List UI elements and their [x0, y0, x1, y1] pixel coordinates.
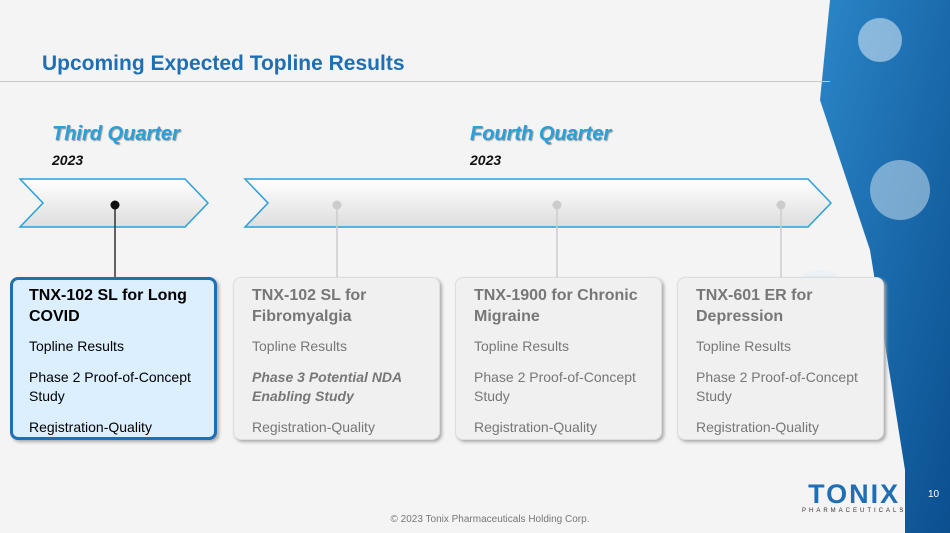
timeline-marker — [332, 200, 342, 210]
card-line: Registration-Quality — [252, 419, 375, 435]
card-line: Topline Results — [474, 338, 569, 354]
quarter-year: 2023 — [470, 152, 502, 168]
card-heading: TNX-102 SL for Fibromyalgia — [252, 287, 367, 325]
quarter-year: 2023 — [52, 152, 84, 168]
card-line: Phase 2 Proof-of-Concept Study — [29, 369, 191, 404]
card-heading: TNX-1900 for Chronic Migraine — [474, 287, 638, 325]
card-line: Registration-Quality — [474, 419, 597, 435]
card-line: Topline Results — [696, 338, 791, 354]
timeline-arrow-q4 — [243, 178, 833, 228]
quarter-label: Third Quarter — [52, 123, 180, 145]
result-card-fibromyalgia: TNX-102 SL for Fibromyalgia Topline Resu… — [233, 277, 440, 440]
card-heading: TNX-601 ER for Depression — [696, 287, 813, 325]
quarter-label: Fourth Quarter — [470, 123, 612, 145]
card-line: Registration-Quality — [696, 419, 819, 435]
card-line: Phase 2 Proof-of-Concept Study — [474, 369, 636, 404]
card-line: Topline Results — [252, 338, 347, 354]
result-card-migraine: TNX-1900 for Chronic Migraine Topline Re… — [455, 277, 662, 440]
result-card-depression: TNX-601 ER for Depression Topline Result… — [677, 277, 884, 440]
card-heading: TNX-102 SL for Long COVID — [29, 287, 187, 325]
timeline-marker — [776, 200, 786, 210]
title-divider — [0, 81, 830, 82]
timeline-marker — [110, 200, 120, 210]
tonix-logo: TONIX PHARMACEUTICALS — [802, 480, 906, 514]
card-line: Topline Results — [29, 338, 124, 354]
copyright: © 2023 Tonix Pharmaceuticals Holding Cor… — [390, 514, 590, 525]
card-line: Phase 3 Potential NDA Enabling Study — [252, 369, 402, 404]
logo-wordmark: TONIX — [808, 479, 901, 509]
logo-subtitle: PHARMACEUTICALS — [802, 508, 907, 514]
page-title: Upcoming Expected Topline Results — [42, 52, 405, 75]
card-line: Phase 2 Proof-of-Concept Study — [696, 369, 858, 404]
timeline-marker — [552, 200, 562, 210]
card-line: Registration-Quality — [29, 419, 152, 435]
page-number: 10 — [928, 489, 940, 500]
result-card-long-covid: TNX-102 SL for Long COVID Topline Result… — [10, 277, 217, 440]
